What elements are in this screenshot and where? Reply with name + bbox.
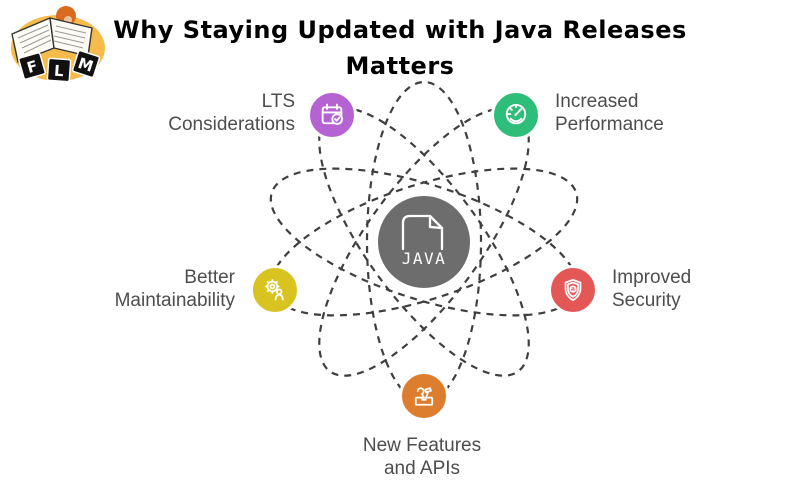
node-features-circle (399, 371, 449, 421)
toolbox-icon (414, 387, 434, 406)
calendar-check-icon (321, 103, 343, 125)
label-security-line2: Security (612, 290, 681, 311)
label-security-line1: Improved (612, 267, 692, 288)
label-lts: LTS Considerations (95, 90, 295, 136)
label-maintainability-line2: Maintainability (114, 290, 235, 311)
label-features-line1: New Features (362, 435, 482, 456)
label-lts-line2: Considerations (168, 114, 295, 135)
center-node-java: JAVA (374, 192, 474, 292)
logo-letter-m: M (76, 54, 96, 76)
label-performance-line1: Increased (555, 91, 639, 112)
label-maintainability: Better Maintainability (35, 266, 235, 312)
node-lts (307, 90, 357, 140)
node-security (548, 265, 598, 315)
label-features-line2: and APIs (383, 458, 461, 479)
label-performance-line2: Performance (555, 114, 664, 135)
flm-logo: F L M (11, 6, 105, 83)
label-lts-line1: LTS (261, 91, 295, 112)
label-performance: Increased Performance (555, 90, 755, 136)
node-features (399, 371, 449, 421)
label-security: Improved Security (612, 266, 792, 312)
label-maintainability-line1: Better (184, 267, 235, 288)
page-title: Why Staying Updated with Java Releases M… (0, 12, 800, 84)
gear-person-icon (264, 279, 284, 301)
node-lts-circle (307, 90, 357, 140)
label-features: New Features and APIs (322, 434, 522, 480)
logo-book (11, 17, 93, 63)
node-maintainability (250, 265, 300, 315)
page-title-line2: Matters (345, 52, 455, 80)
java-file-icon (401, 214, 444, 251)
page-title-line1: Why Staying Updated with Java Releases (113, 16, 687, 44)
center-label: JAVA (402, 249, 447, 268)
logo-letter-f: F (25, 57, 40, 77)
center-circle (374, 192, 474, 292)
node-performance (491, 90, 541, 140)
shield-icon (564, 278, 582, 301)
speedometer-icon (505, 103, 527, 125)
logo-letter-l: L (54, 62, 65, 81)
logo-letter-blocks: F L M (18, 49, 101, 83)
